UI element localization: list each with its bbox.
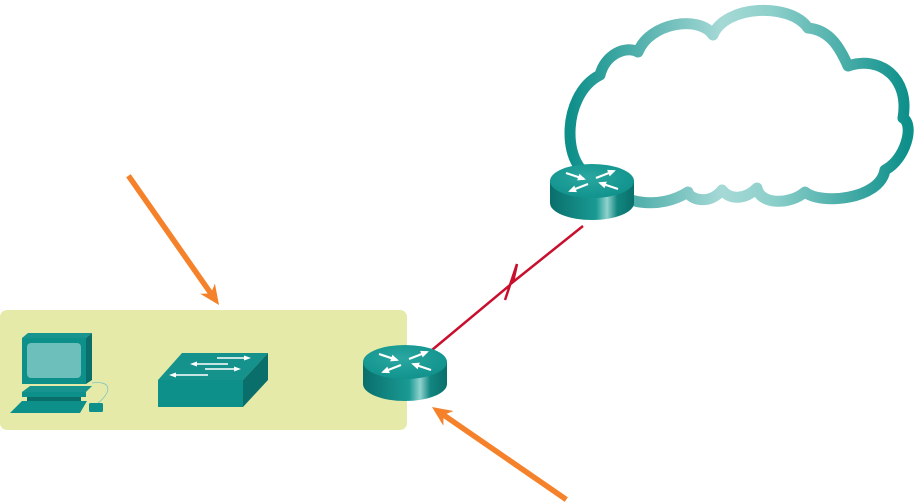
serial-wan-link — [431, 225, 584, 351]
router-arrow-head — [420, 350, 429, 358]
switch-top — [158, 353, 268, 380]
base-stand — [27, 397, 81, 401]
switch-front — [158, 380, 243, 407]
router-icon-isp — [550, 164, 634, 220]
keyboard — [10, 401, 87, 413]
switch-icon — [158, 353, 268, 407]
switch-arrow-head — [190, 361, 197, 367]
callout-arrow-shaft — [126, 174, 214, 296]
router-arrow-head — [607, 169, 616, 177]
switch-side — [243, 353, 268, 407]
router-arrow-head — [568, 185, 577, 193]
internet-cloud — [564, 4, 914, 209]
router-arrow-head — [577, 173, 586, 181]
switch-arrow-head — [234, 366, 241, 372]
cloud-outline — [564, 4, 914, 209]
switch-arrow-head — [244, 355, 251, 361]
monitor-side — [86, 333, 92, 384]
mouse — [89, 403, 103, 412]
router-arrow-head — [598, 181, 607, 189]
router-arrow-head — [381, 366, 390, 374]
callout-arrow-router — [432, 407, 568, 502]
callout-arrow-shaft — [441, 412, 568, 502]
monitor-screen — [27, 343, 81, 378]
switch-arrow-head — [169, 372, 176, 378]
base-front — [22, 392, 86, 397]
base-top — [22, 386, 92, 392]
mouse-cord — [91, 382, 109, 404]
router-top — [363, 345, 447, 379]
callout-arrow-lan — [126, 174, 219, 305]
router-arrow-head — [390, 354, 399, 362]
callout-arrow-head — [200, 283, 219, 305]
router-icon-lan — [363, 345, 447, 401]
monitor-top — [22, 333, 92, 338]
router-arrow-head — [411, 362, 420, 370]
workstation-icon — [10, 333, 109, 413]
callout-arrow-head — [432, 407, 454, 426]
serial-link-line — [431, 225, 584, 351]
router-top — [550, 164, 634, 198]
